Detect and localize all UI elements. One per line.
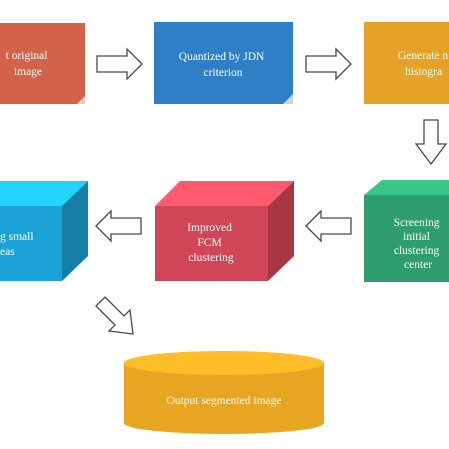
node-generate-histogram: Generate n histogra [364, 22, 449, 104]
node-fcm-line-1: Improved [187, 222, 232, 234]
node-histogram-shape [364, 22, 449, 104]
svg-text:t original image: t original image [6, 50, 51, 78]
svg-text:Generate n histogra: Generate n histogra [398, 50, 449, 78]
node-screening-line-3: clustering [394, 245, 440, 257]
node-quantized-line-2: criterion [204, 67, 243, 79]
node-histogram-line-1: Generate n [398, 50, 448, 62]
node-quantized-line-1: Quantized by JDN [179, 51, 265, 63]
arrow-left-1 [305, 209, 352, 243]
node-fcm-line-2: FCM [197, 237, 221, 249]
node-quantized-shape [154, 22, 293, 104]
node-merging-line-1: g small [0, 231, 34, 243]
svg-text:Quantized by JDN criteri: Quantized by JDN criterion [179, 51, 267, 79]
node-merging-top [0, 181, 88, 206]
node-merging-side [62, 181, 88, 281]
node-input-line-1: t original [6, 50, 48, 62]
node-merging-front [0, 206, 62, 281]
node-input-line-2: image [14, 66, 42, 78]
node-fcm-line-3: clustering [188, 252, 234, 264]
node-merging-line-2: eas [0, 246, 15, 258]
arrows [95, 47, 448, 335]
svg-text:g small eas: g small eas [0, 231, 36, 258]
node-output-line-1: Output segmented image [167, 395, 282, 407]
node-screening-line-2: initial [403, 231, 430, 243]
svg-text:Improved FCM clust: Improved FCM clustering [187, 222, 235, 264]
arrow-diag [95, 296, 134, 335]
node-histogram-line-2: histogra [405, 66, 442, 78]
node-quantized-jdn: Quantized by JDN criterion [154, 22, 293, 104]
node-output-top [124, 351, 324, 375]
node-screening-initial-center: Screening initial clustering center [364, 180, 449, 282]
arrow-right-1 [96, 47, 143, 81]
node-screening-line-4: center [404, 259, 432, 271]
arrow-down [414, 119, 448, 166]
arrow-right-2 [305, 47, 352, 81]
node-improved-fcm: Improved FCM clustering [155, 181, 294, 281]
svg-text:Output segmented image: Output segmented image [167, 395, 282, 407]
svg-text:Screening initial: Screening initial clustering center [394, 217, 443, 271]
node-fcm-front [155, 206, 268, 281]
node-input-fold [77, 96, 85, 104]
node-fcm-side [268, 181, 294, 281]
node-screening-front [364, 195, 449, 282]
node-input-shape [0, 23, 85, 104]
node-screening-line-1: Screening [394, 217, 440, 229]
node-quantized-fold [283, 94, 293, 104]
node-input-original-image: t original image [0, 23, 85, 104]
node-fcm-top [155, 181, 294, 206]
node-screening-top [364, 180, 449, 195]
node-output-bottom [124, 412, 324, 434]
arrow-left-2 [95, 209, 142, 243]
node-merging-small-areas: g small eas [0, 181, 88, 281]
node-output-segmented-image: Output segmented image [124, 351, 324, 434]
